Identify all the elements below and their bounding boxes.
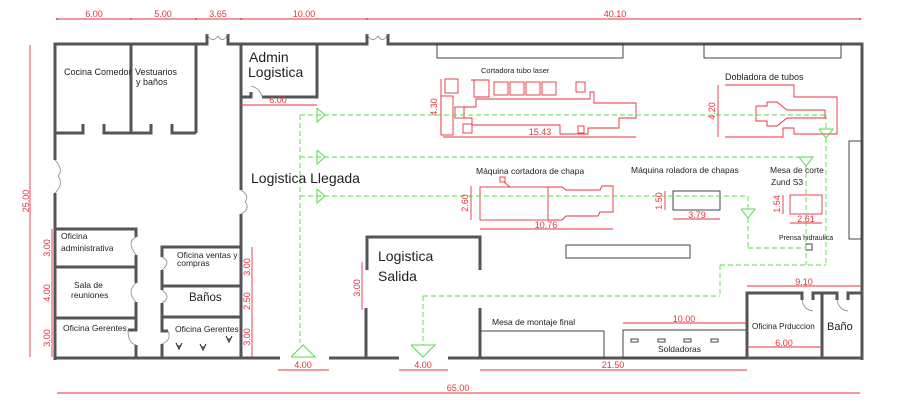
dim-mid-300a: 3.00 — [242, 258, 252, 276]
label-vestuarios-2: y baños — [136, 77, 168, 87]
label-of-admin-1: Oficina — [61, 231, 88, 241]
door-bano — [836, 299, 849, 312]
label-cortadora-tubo: Cortadora tubo laser — [481, 66, 550, 75]
door-top-2 — [366, 33, 389, 40]
dim-sold-10: 10.00 — [673, 314, 696, 324]
label-of-ventas-1: Oficina ventas y — [177, 250, 238, 260]
label-sala-2: reuniones — [71, 290, 108, 300]
door-banos — [161, 289, 168, 304]
door-admin — [250, 85, 263, 98]
label-soldadoras: Soldadoras — [658, 344, 701, 354]
dim-gate1: 4.00 — [294, 360, 312, 370]
label-of-ventas-2: compras — [177, 258, 210, 268]
dim-admin-w: 6.00 — [269, 95, 287, 105]
dim-zund-h: 1.54 — [772, 195, 782, 213]
door-ventas — [161, 256, 168, 271]
label-cortadora-chapa: Máquina cortadora de chapa — [476, 166, 584, 176]
chair-icon — [225, 335, 233, 344]
top-dimensions: 6.00 5.00 3.65 10.00 40.10 — [56, 9, 861, 20]
label-bano: Baño — [827, 321, 853, 333]
label-sala-1: Sala de — [74, 280, 103, 290]
machine-labels: Cortadora tubo laser Dobladora de tubos … — [476, 66, 833, 242]
chair-icon — [175, 342, 183, 351]
dim-top-5: 5.00 — [154, 9, 172, 19]
label-admin-2: Logistica — [248, 64, 303, 80]
label-cocina: Cocina Comedor — [64, 67, 132, 77]
dim-mid-250: 2.50 — [242, 292, 252, 310]
dim-rol-h: 1.50 — [654, 192, 664, 210]
dim-chapa-h: 2.60 — [460, 194, 470, 212]
label-mesa-corte-1: Mesa de corte — [770, 165, 824, 175]
dim-tubo-h: 4.30 — [429, 98, 439, 116]
label-banos: Baños — [189, 292, 222, 304]
label-vestuarios-1: Vestuarios — [135, 67, 178, 77]
label-llegada: Logistica Llegada — [251, 170, 360, 186]
door-llegada — [240, 189, 248, 215]
dim-left-300a: 3.00 — [42, 239, 52, 257]
door-left-outer — [54, 159, 61, 194]
right-side-fixtures — [436, 43, 863, 359]
label-of-admin-2: administrativa — [61, 243, 114, 253]
dim-mid-300b: 3.00 — [242, 328, 252, 346]
dim-dobl-h: 4.20 — [707, 102, 717, 120]
door-of-gerentes-right — [161, 330, 170, 345]
door-of-admin — [130, 236, 137, 256]
dim-left-300b: 3.00 — [42, 329, 52, 347]
chair-icon — [199, 343, 207, 352]
dim-top-6: 6.00 — [85, 9, 103, 19]
label-admin-1: Admin — [249, 49, 289, 65]
dim-total-h: 25.00 — [21, 190, 31, 213]
dim-rol-w: 3.79 — [688, 210, 706, 220]
dim-gate2: 4.00 — [414, 360, 432, 370]
room-labels: Cocina Comedor Vestuarios y baños Admin … — [61, 49, 853, 354]
machine-roladora — [672, 190, 721, 211]
label-of-produccion: Oficina Prduccion — [752, 322, 815, 331]
dim-salida-300: 3.00 — [352, 279, 362, 297]
label-of-gerentes-right: Oficina Gerentes — [175, 324, 239, 334]
label-mesa-corte-2: Zund S3 — [771, 177, 803, 187]
door-top-1 — [206, 33, 229, 40]
dim-top-10: 10.00 — [293, 9, 316, 19]
dim-top-365: 3.65 — [209, 9, 227, 19]
label-roladora: Máquina roladora de chapas — [631, 165, 739, 175]
label-salida-2: Salida — [378, 268, 417, 284]
chair-icons — [175, 335, 233, 352]
dim-chapa-w: 10.76 — [535, 220, 558, 230]
door-sala — [130, 282, 137, 303]
label-salida-1: Logistica — [378, 248, 433, 264]
left-block-walls — [52, 44, 319, 358]
label-dobladora: Dobladora de tubos — [725, 72, 804, 82]
door-produccion — [801, 299, 814, 312]
outer-walls — [53, 34, 864, 360]
machine-cortadora-tubo — [440, 78, 637, 136]
machine-dimensions: 4.30 15.43 4.20 2.60 10.76 1.50 3.79 1.5… — [21, 45, 862, 394]
machine-dobladora — [725, 84, 838, 138]
label-of-gerentes-left: Oficina Gerentes — [63, 323, 127, 333]
dim-zund-w: 2.61 — [797, 214, 815, 224]
door-of-gerentes-left — [127, 329, 137, 346]
dim-left-400: 4.00 — [42, 284, 52, 302]
dim-bottom-2150: 21.50 — [602, 360, 625, 370]
label-prensa: Prensa hidraulica — [779, 235, 833, 242]
machine-cortadora-chapa — [479, 176, 614, 221]
label-mesa-montaje: Mesa de montaje final — [492, 317, 575, 327]
dim-tubo-w: 15.43 — [529, 127, 552, 137]
dim-prod-910: 9.10 — [795, 277, 813, 287]
dim-top-4010: 40.10 — [604, 9, 627, 19]
salida-walls — [364, 235, 482, 358]
machine-prensa — [805, 243, 813, 251]
dim-prod-6: 6.00 — [775, 338, 793, 348]
dim-total-w: 65.00 — [447, 383, 470, 393]
flow-paths — [290, 107, 835, 358]
